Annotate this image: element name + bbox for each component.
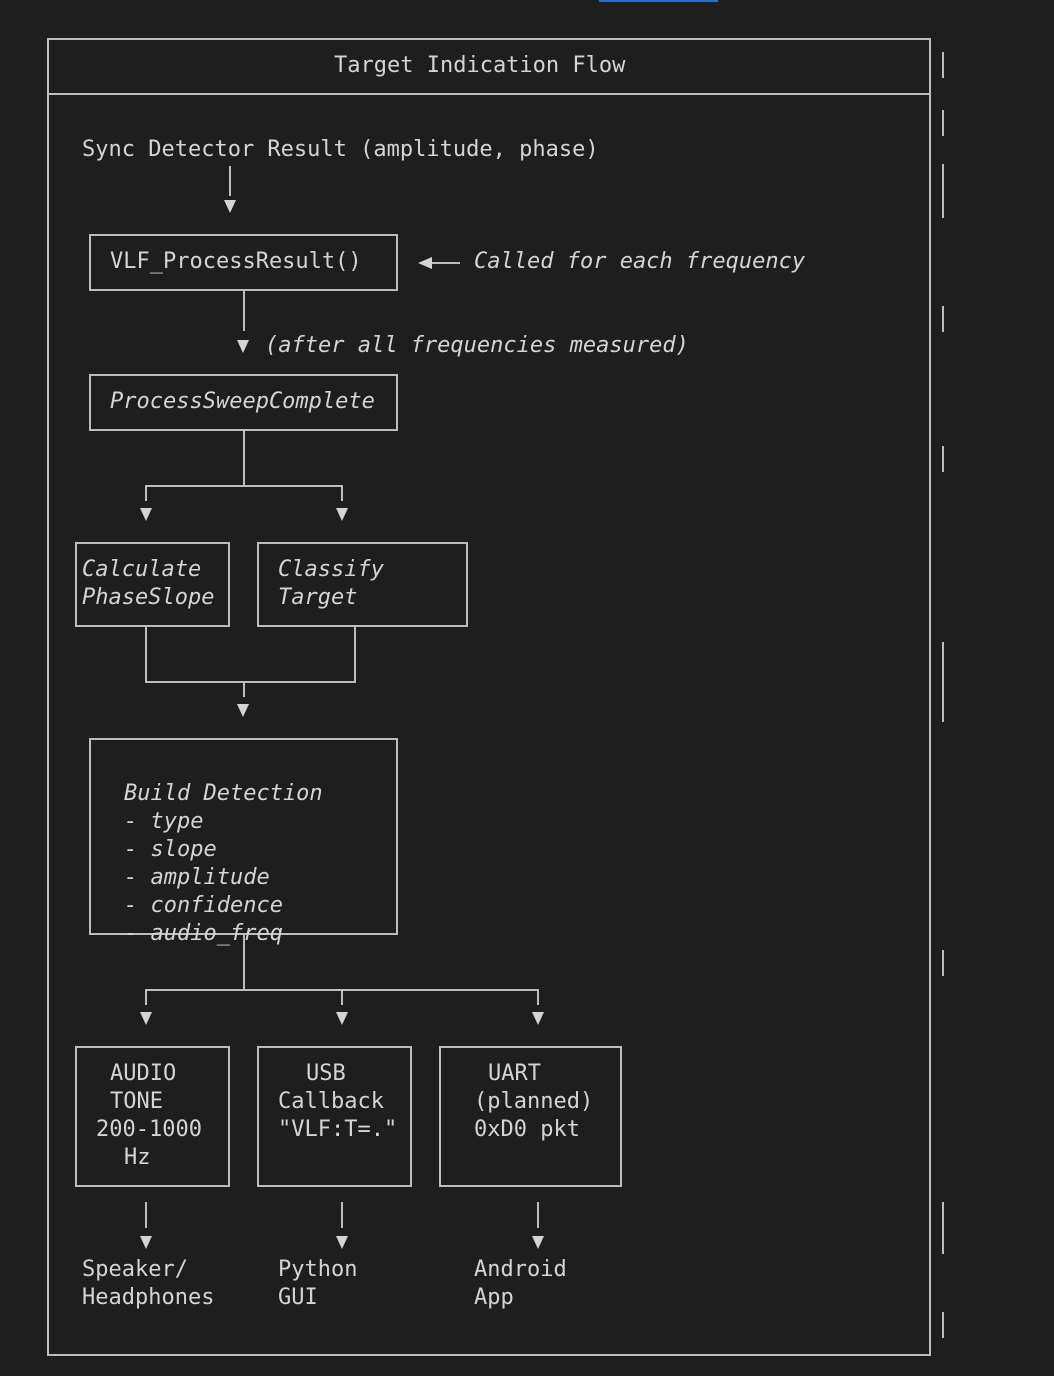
python-line: Python: [278, 1257, 358, 1282]
build-line: - type: [124, 809, 204, 834]
android-line: App: [474, 1285, 514, 1310]
connector-line: [537, 1202, 539, 1228]
arrow-down-icon: [140, 1012, 152, 1025]
arrow-down-icon: [237, 340, 249, 353]
connector-line: [243, 683, 245, 697]
sweep-complete-node: [89, 374, 398, 431]
connector-line: [145, 485, 147, 501]
phase-slope-line: Calculate: [82, 557, 202, 582]
note-connector: [430, 262, 460, 264]
connector-line: [243, 291, 245, 331]
connector-line: [145, 1202, 147, 1228]
usb-line: "VLF:T=.": [278, 1117, 398, 1142]
process-result-note: Called for each frequency: [474, 249, 806, 274]
arrow-down-icon: [336, 508, 348, 521]
sweep-complete-label: ProcessSweepComplete: [110, 389, 375, 414]
connector-line: [145, 627, 147, 683]
classify-line: Classify: [278, 557, 384, 582]
uart-node: [439, 1046, 622, 1187]
audio-line: TONE: [110, 1089, 163, 1114]
phase-slope-node: [75, 542, 230, 627]
audio-line: Hz: [124, 1145, 151, 1170]
connector-line: [229, 166, 231, 196]
arrow-down-icon: [224, 200, 236, 213]
build-line: - amplitude: [124, 865, 270, 890]
speaker-output: Speaker/Headphones: [82, 1256, 214, 1312]
classify-line: Target: [278, 585, 358, 610]
arrow-down-icon: [336, 1012, 348, 1025]
build-detection-node: [89, 738, 398, 935]
arrow-down-icon: [336, 1236, 348, 1249]
build-line: - confidence: [124, 893, 283, 918]
connector-line: [354, 627, 356, 683]
arrow-down-icon: [532, 1012, 544, 1025]
arrow-left-icon: [418, 257, 432, 269]
diagram-frame: [47, 38, 931, 1356]
connector-line: [537, 989, 539, 1005]
title-divider: [47, 93, 931, 95]
connector-line: [243, 431, 245, 487]
split-line: [145, 485, 343, 487]
audio-line: AUDIO: [110, 1061, 177, 1086]
after-note: (after all frequencies measured): [265, 333, 689, 358]
usb-callback-node: [257, 1046, 412, 1187]
python-line: GUI: [278, 1285, 318, 1310]
diagram-title: Target Indication Flow: [334, 53, 626, 78]
audio-tone-node: [75, 1046, 230, 1187]
connector-line: [341, 989, 343, 1005]
uart-line: UART: [488, 1061, 541, 1086]
build-detection-label: Build Detection - type - slope - amplitude -…: [124, 752, 323, 976]
top-accent-bar: [599, 0, 718, 2]
build-line: - audio_freq: [124, 921, 283, 946]
uart-line: (planned): [474, 1089, 594, 1114]
build-line: - slope: [124, 837, 217, 862]
arrow-down-icon: [237, 704, 249, 717]
arrow-down-icon: [140, 508, 152, 521]
usb-line: Callback: [278, 1089, 384, 1114]
uart-line: 0xD0 pkt: [474, 1117, 580, 1142]
usb-line: USB: [306, 1061, 346, 1086]
connector-line: [145, 989, 147, 1005]
process-result-text: VLF_ProcessResult(): [110, 249, 362, 274]
speaker-line: Speaker/: [82, 1257, 188, 1282]
arrow-down-icon: [532, 1236, 544, 1249]
arrow-down-icon: [140, 1236, 152, 1249]
uart-label: UART (planned) 0xD0 pkt: [474, 1060, 593, 1144]
process-result-label: VLF_ProcessResult(): [110, 248, 362, 276]
build-line: Build Detection: [124, 781, 323, 806]
audio-line: 200-1000: [96, 1117, 202, 1142]
connector-line: [341, 485, 343, 501]
android-line: Android: [474, 1257, 567, 1282]
connector-line: [341, 1202, 343, 1228]
speaker-line: Headphones: [82, 1285, 215, 1310]
merge-line: [145, 681, 356, 683]
process-result-node: [89, 234, 398, 291]
sync-detector-label: Sync Detector Result (amplitude, phase): [82, 137, 599, 162]
classify-target-node: [257, 542, 468, 627]
usb-callback-label: USB Callback "VLF:T=.": [278, 1060, 397, 1144]
connector-line: [243, 935, 245, 991]
phase-slope-line: PhaseSlope: [82, 585, 215, 610]
